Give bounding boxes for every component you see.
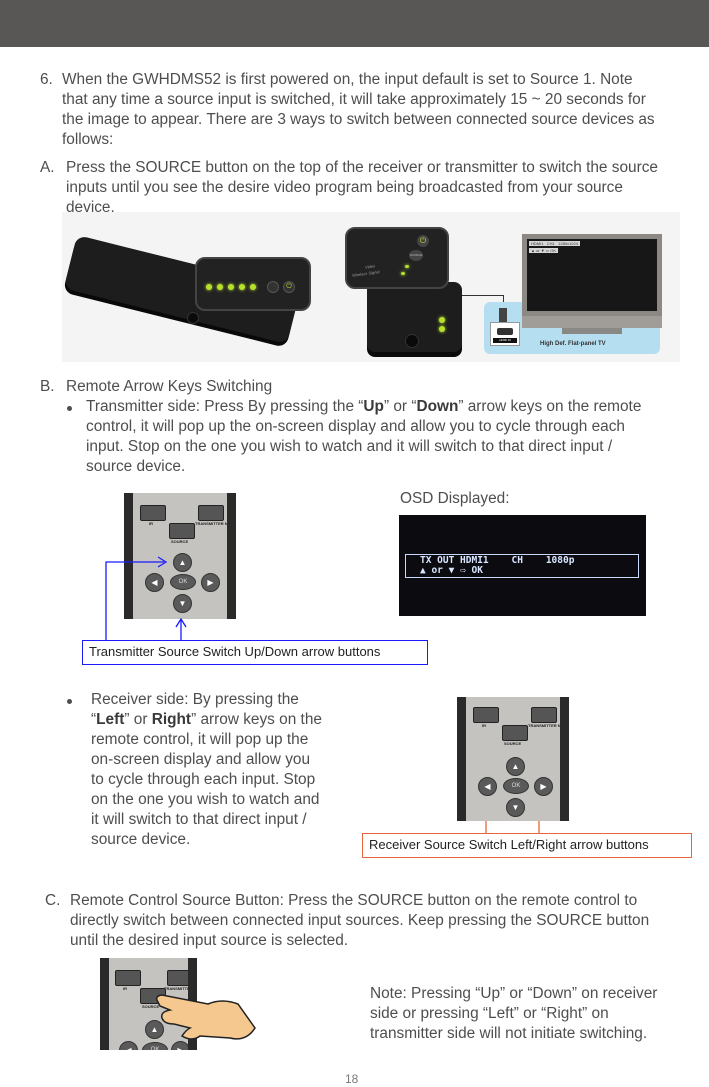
header-bar <box>0 0 709 47</box>
down-arrow-button: ▼ <box>506 798 525 817</box>
power-icon: ⏻ <box>417 235 429 247</box>
source-button-icon: SOURCE <box>409 250 423 261</box>
transmitter-line-1: Transmitter side: Press By pressing the … <box>86 398 642 415</box>
receiver-line-2: “Left” or Right” arrow keys on the <box>91 711 322 728</box>
section-a-line-1: Press the SOURCE button on the top of th… <box>66 159 658 176</box>
transmitter-callout-label: Transmitter Source Switch Up/Down arrow … <box>82 640 428 665</box>
down-arrow-button: ▼ <box>173 594 192 613</box>
transmitter-no-button <box>531 707 557 723</box>
ir-button <box>115 970 141 986</box>
transmitter-no-button <box>167 970 188 986</box>
transmitter-no-button <box>198 505 224 521</box>
right-arrow-button: ▶ <box>534 777 553 796</box>
pointing-hand-icon <box>155 994 256 1040</box>
source-button <box>502 725 528 741</box>
left-arrow-button: ◀ <box>145 573 164 592</box>
receiver-line-7: it will switch to that direct input / <box>91 811 307 828</box>
left-arrow-button: ◀ <box>478 777 497 796</box>
step-number: 6. <box>40 71 53 88</box>
osd-screenshot: TX OUT HDMI1 CH 1080p ▲ or ▼ ⇨ OK <box>399 515 646 616</box>
ir-button <box>140 505 166 521</box>
hdmi-connector: HDMI IN <box>490 322 520 346</box>
osd-frame: TX OUT HDMI1 CH 1080p ▲ or ▼ ⇨ OK <box>405 554 639 578</box>
section-c-line-1: Remote Control Source Button: Press the … <box>70 892 638 909</box>
receiver-line-3: remote control, it will pop up the <box>91 731 309 748</box>
transmitter-line-4: source device. <box>86 458 186 475</box>
source-button <box>169 523 195 539</box>
osd-label: OSD Displayed: <box>400 490 510 507</box>
section-c-marker: C. <box>45 892 61 909</box>
receiver-device <box>367 282 462 352</box>
ok-button: OK <box>170 574 196 590</box>
step6-line-4: follows: <box>62 131 114 148</box>
receiver-line-1: Receiver side: By pressing the <box>91 691 299 708</box>
transmitter-line-2: control, it will pop up the on-screen di… <box>86 418 625 435</box>
up-arrow-button: ▲ <box>173 553 192 572</box>
transmitter-line-3: input. Stop on the one you wish to watch… <box>86 438 613 455</box>
transmitter-device <box>63 234 302 345</box>
right-arrow-button: ▶ <box>171 1041 188 1050</box>
remote-control-transmitter: IR TRANSMITTER NO. SOURCE ▲ ◀ OK ▶ ▼ <box>124 493 236 619</box>
section-a-marker: A. <box>40 159 55 176</box>
remote-control-receiver: IR TRANSMITTER NO. SOURCE ▲ ◀ OK ▶ ▼ <box>457 697 569 821</box>
ok-button: OK <box>503 778 529 794</box>
note-line-3: transmitter side will not initiate switc… <box>370 1025 648 1042</box>
power-icon: ⏻ <box>283 281 295 293</box>
section-c-line-3: until the desired input source is select… <box>70 932 349 949</box>
right-arrow-button: ▶ <box>201 573 220 592</box>
up-arrow-button: ▲ <box>145 1020 164 1039</box>
section-a-line-2: inputs until you see the desire video pr… <box>66 179 623 196</box>
receiver-line-8: source device. <box>91 831 191 848</box>
device-setup-figure: ⏻ ⏻ SOURCE Video Wireless Signal HDMI IN… <box>62 212 680 362</box>
receiver-button-callout: ⏻ SOURCE Video Wireless Signal <box>345 227 449 289</box>
up-arrow-button: ▲ <box>506 757 525 776</box>
left-arrow-button: ◀ <box>119 1041 138 1050</box>
bullet-icon <box>67 406 72 411</box>
step6-line-2: that any time a source input is switched… <box>62 91 646 108</box>
receiver-line-5: to cycle through each input. Stop <box>91 771 316 788</box>
step6-line-3: the image to appear. There are 3 ways to… <box>62 111 655 128</box>
transmitter-led-callout: ⏻ <box>195 257 311 311</box>
note-line-2: side or pressing “Left” or “Right” on <box>370 1005 609 1022</box>
section-c-line-2: directly switch between connected input … <box>70 912 650 929</box>
tv-caption: High Def. Flat-panel TV <box>540 341 606 347</box>
ir-button <box>473 707 499 723</box>
receiver-callout-label: Receiver Source Switch Left/Right arrow … <box>362 833 692 858</box>
source-button-icon <box>267 281 279 293</box>
section-b-marker: B. <box>40 378 55 395</box>
note-line-1: Note: Pressing “Up” or “Down” on receive… <box>370 985 658 1002</box>
bullet-icon <box>67 699 72 704</box>
flat-panel-tv: HDMI1 CH1 1280x1024 ▲ or ▼ ⇨ OK <box>522 234 662 316</box>
step6-line-1: When the GWHDMS52 is first powered on, t… <box>62 71 633 88</box>
page-number: 18 <box>345 1072 359 1086</box>
section-a-line-3: device. <box>66 199 115 216</box>
receiver-line-6: on the one you wish to watch and <box>91 791 320 808</box>
receiver-line-4: on-screen display and allow you <box>91 751 311 768</box>
section-b-title: Remote Arrow Keys Switching <box>66 378 273 395</box>
